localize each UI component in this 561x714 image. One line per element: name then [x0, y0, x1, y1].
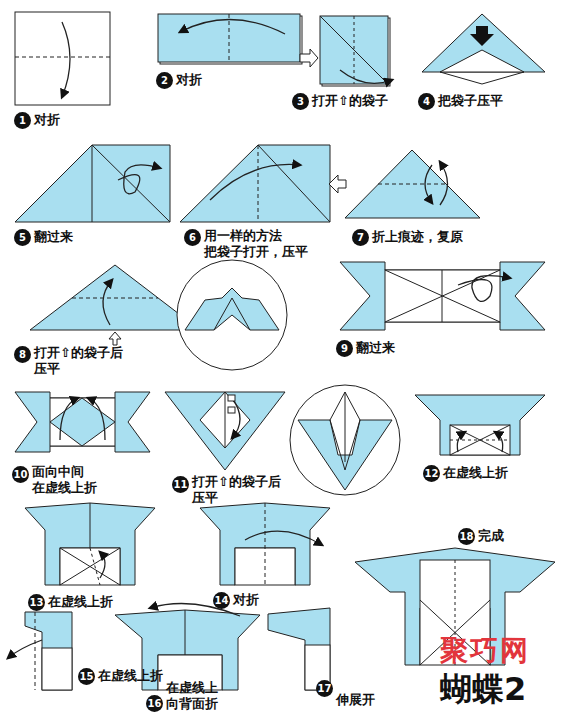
- step-caption: 打开⇧的袋子后 压平: [34, 345, 144, 378]
- step-caption: 打开⇧的袋子: [312, 93, 388, 109]
- callout-number: 18: [458, 528, 475, 545]
- step-caption: 在虚线上折: [443, 465, 508, 481]
- callout-number: 14: [213, 592, 230, 609]
- callout-number: 3: [292, 93, 309, 110]
- callout-number: 7: [352, 229, 369, 246]
- step-caption: 完成: [478, 528, 504, 544]
- step-caption: 伸展开: [336, 692, 375, 708]
- callout-number: 11: [172, 476, 189, 493]
- callout-number: 15: [78, 668, 95, 685]
- step-caption: 用一样的方法 把袋子打开，压平: [204, 228, 316, 261]
- callout-number: 5: [14, 229, 31, 246]
- callout-number: 10: [12, 466, 29, 483]
- callout-number: 8: [14, 346, 31, 363]
- step-caption: 打开⇧的袋子后 压平: [192, 474, 302, 507]
- step-caption: 对折: [176, 72, 202, 88]
- callout-number: 16: [146, 695, 163, 712]
- callout-number: 2: [156, 72, 173, 89]
- step-caption: 面向中间 在虚线上折: [32, 464, 114, 497]
- step-caption: 翻过来: [356, 340, 395, 356]
- callout-number: 13: [28, 594, 45, 611]
- callout-number: 6: [184, 229, 201, 246]
- step-caption: 对折: [233, 592, 259, 608]
- step-caption: 折上痕迹，复原: [372, 229, 463, 245]
- callout-number: 1: [14, 112, 31, 129]
- callout-number: 17: [316, 680, 333, 697]
- step-caption: 在虚线上 向背面折: [166, 680, 236, 713]
- step-caption: 在虚线上折: [48, 594, 113, 610]
- callout-number: 4: [418, 93, 435, 110]
- step-caption: 在虚线上折: [98, 668, 163, 684]
- callout-number: 12: [423, 465, 440, 482]
- step-caption: 对折: [34, 112, 60, 128]
- watermark: 聚巧网: [440, 632, 530, 670]
- title: 蝴蝶2: [440, 668, 526, 712]
- callout-number: 9: [336, 340, 353, 357]
- step-caption: 翻过来: [34, 229, 73, 245]
- step-caption: 把袋子压平: [438, 93, 503, 109]
